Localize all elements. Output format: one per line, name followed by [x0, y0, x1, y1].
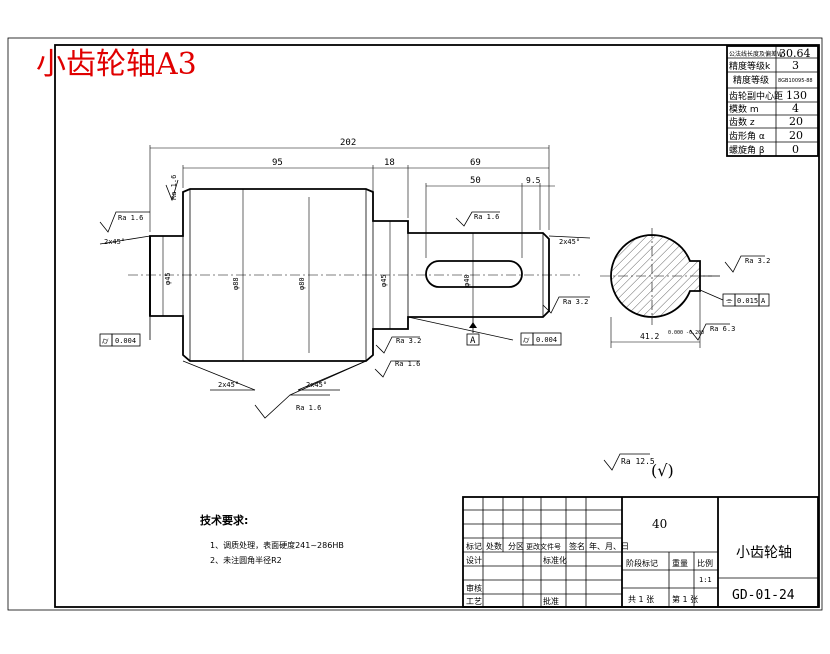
dim-journal-length: 18 — [384, 158, 395, 168]
section-view: 41.2 0.000 -0.200 Ra 3.2 ⌯ 0.015 A Ra 6.… — [600, 228, 770, 348]
tb-header: 分区 — [508, 542, 524, 551]
roughness-label: Ra 6.3 — [710, 325, 735, 333]
gear-row-label: 精度等级k — [729, 60, 771, 72]
tolerance-value: 0.015 — [737, 297, 758, 305]
tb-weight: 重量 — [672, 558, 688, 568]
dim-left-journal-dia: φ45 — [164, 272, 172, 285]
tolerance-value: 0.004 — [536, 336, 557, 344]
material: 40 — [652, 517, 667, 531]
gear-parameter-table: 公法线长度及偏差W 30.64 精度等级k 3 精度等级 8GB10095-88… — [726, 45, 819, 157]
gear-row-label: 齿数 z — [729, 116, 755, 128]
chamfer-label: 2x45° — [306, 381, 327, 389]
dim-section-tolerance: 0.000 -0.200 — [668, 330, 704, 336]
gear-row-label: 公法线长度及偏差W — [729, 50, 783, 58]
outer-border — [7, 37, 823, 611]
roughness-label: Ra 1.6 — [296, 404, 321, 412]
chamfer-label: 2x45° — [104, 238, 125, 246]
note-item: 1、调质处理，表面硬度241~286HB — [210, 540, 344, 550]
gear-row-value: 8GB10095-88 — [778, 78, 813, 84]
dim-right-journal-dia: φ45 — [380, 274, 388, 287]
dim-section-depth: 41.2 — [640, 332, 659, 341]
dim-gear-root-dia: φ80 — [298, 277, 306, 290]
gear-row-value: 20 — [789, 115, 803, 128]
gear-row-value: 0 — [792, 143, 799, 156]
drawing-number: GD-01-24 — [732, 588, 795, 603]
dim-gear-tip-dia: φ88 — [232, 277, 240, 290]
inner-border — [54, 44, 820, 608]
annotations-main: Ra 1.6 2x45° Ra 1.6 Ra 1.6 2x45° Ra 3.2 … — [99, 175, 591, 419]
svg-text:⌭: ⌭ — [523, 336, 530, 346]
chamfer-label: 2x45° — [559, 238, 580, 246]
roughness-label: Ra 3.2 — [396, 337, 421, 345]
svg-text:(√): (√) — [651, 461, 674, 480]
dim-keyway-offset: 9.5 — [526, 176, 541, 185]
gear-row-label: 齿形角 α — [729, 130, 765, 142]
tb-header: 处数 — [486, 541, 502, 551]
roughness-label: Ra 1.6 — [395, 360, 420, 368]
svg-text:⌯: ⌯ — [726, 296, 733, 305]
chamfer-label: 2x45° — [218, 381, 239, 389]
tb-ratio: 比例 — [697, 558, 713, 568]
gear-row-value: 30.64 — [779, 47, 811, 60]
technical-notes: 技术要求: 1、调质处理，表面硬度241~286HB 2、未注圆角半径R2 — [200, 513, 344, 565]
title-stamp: 小齿轮轴A3 — [36, 47, 197, 82]
roughness-label: Ra 12.5 — [621, 457, 655, 466]
datum-label: A — [470, 336, 476, 346]
shaft-main-view: 202 95 18 69 50 9.5 φ45 φ88 φ80 φ45 φ40 … — [128, 138, 580, 362]
dim-overall-length: 202 — [340, 138, 356, 148]
title-block: 标记 处数 分区 更改文件号 签名 年、月、日 设计 标准化 审核 工艺 批准 … — [462, 496, 819, 608]
dim-shaft-end-length: 69 — [470, 158, 481, 168]
roughness-label: Ra 3.2 — [745, 257, 770, 265]
gear-row-value: 20 — [789, 129, 803, 142]
gear-row-value: 4 — [792, 102, 799, 115]
gear-row-label: 齿轮副中心距 — [729, 90, 783, 102]
gear-row-value: 130 — [786, 89, 807, 102]
tb-design: 设计 — [466, 555, 482, 565]
tb-total-sheets: 共 1 张 — [628, 595, 654, 604]
gear-row-label: 模数 m — [729, 103, 759, 115]
tb-header: 更改文件号 — [526, 542, 561, 551]
tb-sheet-no: 第 1 张 — [672, 594, 698, 604]
dim-keyway-shaft-dia: φ40 — [463, 274, 471, 287]
note-item: 2、未注圆角半径R2 — [210, 555, 282, 565]
scale: 1:1 — [699, 576, 712, 584]
gear-row-label: 精度等级 — [733, 74, 769, 86]
dim-keyway-length: 50 — [470, 176, 481, 186]
roughness-label: Ra 3.2 — [563, 298, 588, 306]
tb-stage-mark: 阶段标记 — [626, 558, 658, 568]
roughness-label: Ra 1.6 — [170, 175, 178, 200]
tb-header: 签名 — [569, 541, 585, 551]
tb-process: 工艺 — [466, 597, 482, 606]
gear-row-value: 3 — [792, 59, 799, 72]
tolerance-value: 0.004 — [115, 337, 136, 345]
roughness-label: Ra 1.6 — [474, 213, 499, 221]
roughness-label: Ra 1.6 — [118, 214, 143, 222]
tb-header: 年、月、日 — [589, 541, 629, 551]
notes-heading: 技术要求: — [200, 513, 248, 527]
general-roughness: Ra 12.5 (√) — [603, 453, 674, 480]
datum-box — [466, 333, 480, 346]
part-name: 小齿轮轴 — [736, 545, 792, 561]
svg-text:⌭: ⌭ — [102, 337, 109, 347]
tb-review: 审核 — [466, 583, 482, 593]
gear-row-label: 螺旋角 β — [729, 144, 765, 156]
datum-label: A — [761, 297, 766, 305]
keyway-slot — [425, 260, 523, 288]
tb-approve: 批准 — [543, 596, 559, 606]
tb-standardize: 标准化 — [543, 555, 567, 565]
dim-gear-length: 95 — [272, 158, 283, 168]
tb-header: 标记 — [466, 541, 482, 551]
